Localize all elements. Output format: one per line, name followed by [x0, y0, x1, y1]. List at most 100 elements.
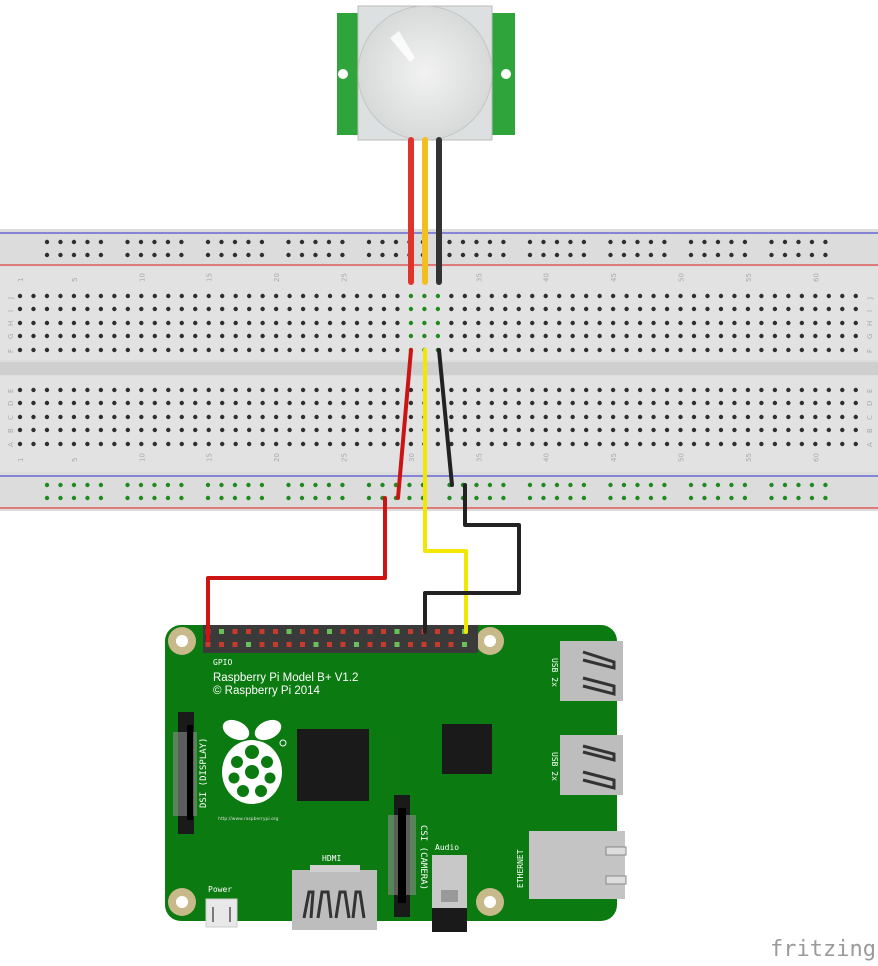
breadboard-hole[interactable] — [799, 333, 805, 339]
gpio-pin[interactable] — [246, 629, 251, 634]
breadboard-hole[interactable] — [112, 400, 117, 406]
breadboard-hole[interactable] — [583, 427, 589, 433]
breadboard-hole[interactable] — [516, 387, 521, 393]
breadboard-hole[interactable] — [395, 347, 400, 353]
breadboard-hole[interactable] — [125, 427, 131, 433]
breadboard-hole[interactable] — [408, 427, 414, 433]
rail-hole[interactable] — [125, 239, 130, 245]
breadboard-hole[interactable] — [233, 414, 238, 420]
breadboard-hole[interactable] — [381, 306, 387, 312]
breadboard-hole[interactable] — [759, 414, 764, 420]
breadboard-hole[interactable] — [287, 306, 292, 312]
rail-hole[interactable] — [621, 252, 627, 258]
breadboard-hole[interactable] — [44, 320, 50, 326]
breadboard-hole[interactable] — [853, 333, 858, 339]
rail-hole[interactable] — [340, 495, 345, 501]
breadboard-hole[interactable] — [840, 333, 845, 339]
breadboard-hole[interactable] — [651, 400, 656, 406]
rail-hole[interactable] — [286, 482, 291, 488]
breadboard-hole[interactable] — [44, 306, 50, 312]
breadboard-hole[interactable] — [260, 306, 265, 312]
breadboard-hole[interactable] — [179, 414, 184, 420]
breadboard-hole[interactable] — [139, 320, 144, 326]
breadboard-hole[interactable] — [705, 441, 710, 447]
rail-hole[interactable] — [152, 252, 157, 258]
breadboard-hole[interactable] — [718, 427, 724, 433]
breadboard-hole[interactable] — [408, 306, 414, 312]
breadboard-hole[interactable] — [799, 320, 805, 326]
rail-hole[interactable] — [447, 239, 452, 245]
rail-hole[interactable] — [487, 495, 493, 501]
breadboard-hole[interactable] — [705, 320, 710, 326]
gpio-pin[interactable] — [421, 642, 427, 647]
breadboard-hole[interactable] — [530, 320, 535, 326]
breadboard-hole[interactable] — [166, 320, 171, 326]
breadboard-hole[interactable] — [31, 441, 36, 447]
breadboard-hole[interactable] — [98, 441, 104, 447]
breadboard-hole[interactable] — [449, 293, 454, 299]
breadboard-hole[interactable] — [489, 400, 494, 406]
breadboard-hole[interactable] — [354, 306, 360, 312]
breadboard-hole[interactable] — [799, 441, 805, 447]
rail-hole[interactable] — [742, 482, 748, 488]
breadboard-hole[interactable] — [840, 387, 845, 393]
breadboard-hole[interactable] — [853, 414, 858, 420]
breadboard-hole[interactable] — [381, 293, 387, 299]
rail-hole[interactable] — [742, 495, 748, 501]
rail-hole[interactable] — [232, 482, 238, 488]
rail-hole[interactable] — [407, 495, 412, 501]
rail-hole[interactable] — [165, 239, 171, 245]
rail-hole[interactable] — [702, 252, 707, 258]
breadboard-hole[interactable] — [166, 306, 171, 312]
breadboard-hole[interactable] — [691, 427, 697, 433]
gpio-pin[interactable] — [327, 642, 332, 647]
rail-hole[interactable] — [688, 239, 694, 245]
breadboard-hole[interactable] — [799, 293, 805, 299]
breadboard-hole[interactable] — [246, 306, 252, 312]
breadboard-hole[interactable] — [31, 414, 36, 420]
breadboard-hole[interactable] — [287, 387, 292, 393]
breadboard-hole[interactable] — [17, 306, 23, 312]
rail-hole[interactable] — [246, 239, 251, 245]
breadboard-hole[interactable] — [530, 427, 535, 433]
breadboard-hole[interactable] — [395, 306, 400, 312]
breadboard-hole[interactable] — [516, 441, 521, 447]
breadboard-hole[interactable] — [287, 347, 292, 353]
rail-hole[interactable] — [219, 482, 224, 488]
breadboard-hole[interactable] — [354, 347, 360, 353]
breadboard-hole[interactable] — [570, 306, 575, 312]
breadboard-hole[interactable] — [152, 414, 157, 420]
breadboard-hole[interactable] — [327, 320, 333, 326]
breadboard-hole[interactable] — [125, 414, 131, 420]
rail-hole[interactable] — [286, 239, 291, 245]
breadboard-hole[interactable] — [786, 441, 791, 447]
breadboard-hole[interactable] — [678, 427, 683, 433]
rail-hole[interactable] — [380, 239, 385, 245]
breadboard-hole[interactable] — [786, 387, 791, 393]
breadboard-hole[interactable] — [799, 427, 805, 433]
breadboard-hole[interactable] — [58, 414, 63, 420]
breadboard-hole[interactable] — [840, 293, 845, 299]
breadboard-hole[interactable] — [435, 293, 441, 299]
breadboard-hole[interactable] — [705, 400, 710, 406]
breadboard-hole[interactable] — [179, 387, 184, 393]
breadboard-hole[interactable] — [408, 441, 414, 447]
rail-hole[interactable] — [487, 482, 493, 488]
breadboard-hole[interactable] — [503, 333, 508, 339]
breadboard-hole[interactable] — [799, 414, 805, 420]
breadboard-hole[interactable] — [327, 414, 333, 420]
breadboard-hole[interactable] — [58, 400, 63, 406]
breadboard-hole[interactable] — [813, 441, 818, 447]
breadboard-hole[interactable] — [691, 293, 697, 299]
breadboard-hole[interactable] — [206, 347, 211, 353]
breadboard-hole[interactable] — [651, 320, 656, 326]
breadboard-hole[interactable] — [260, 441, 265, 447]
breadboard-hole[interactable] — [381, 320, 387, 326]
breadboard-hole[interactable] — [31, 347, 36, 353]
breadboard-hole[interactable] — [435, 333, 441, 339]
breadboard-hole[interactable] — [826, 400, 831, 406]
rail-hole[interactable] — [165, 482, 171, 488]
breadboard-hole[interactable] — [530, 441, 535, 447]
breadboard-hole[interactable] — [98, 306, 104, 312]
rail-hole[interactable] — [501, 482, 506, 488]
